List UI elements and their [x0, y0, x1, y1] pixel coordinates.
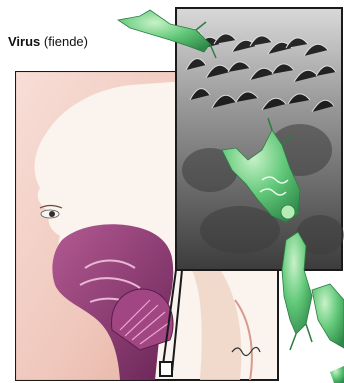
virus-icon	[330, 366, 344, 383]
virus-icon	[312, 284, 344, 348]
